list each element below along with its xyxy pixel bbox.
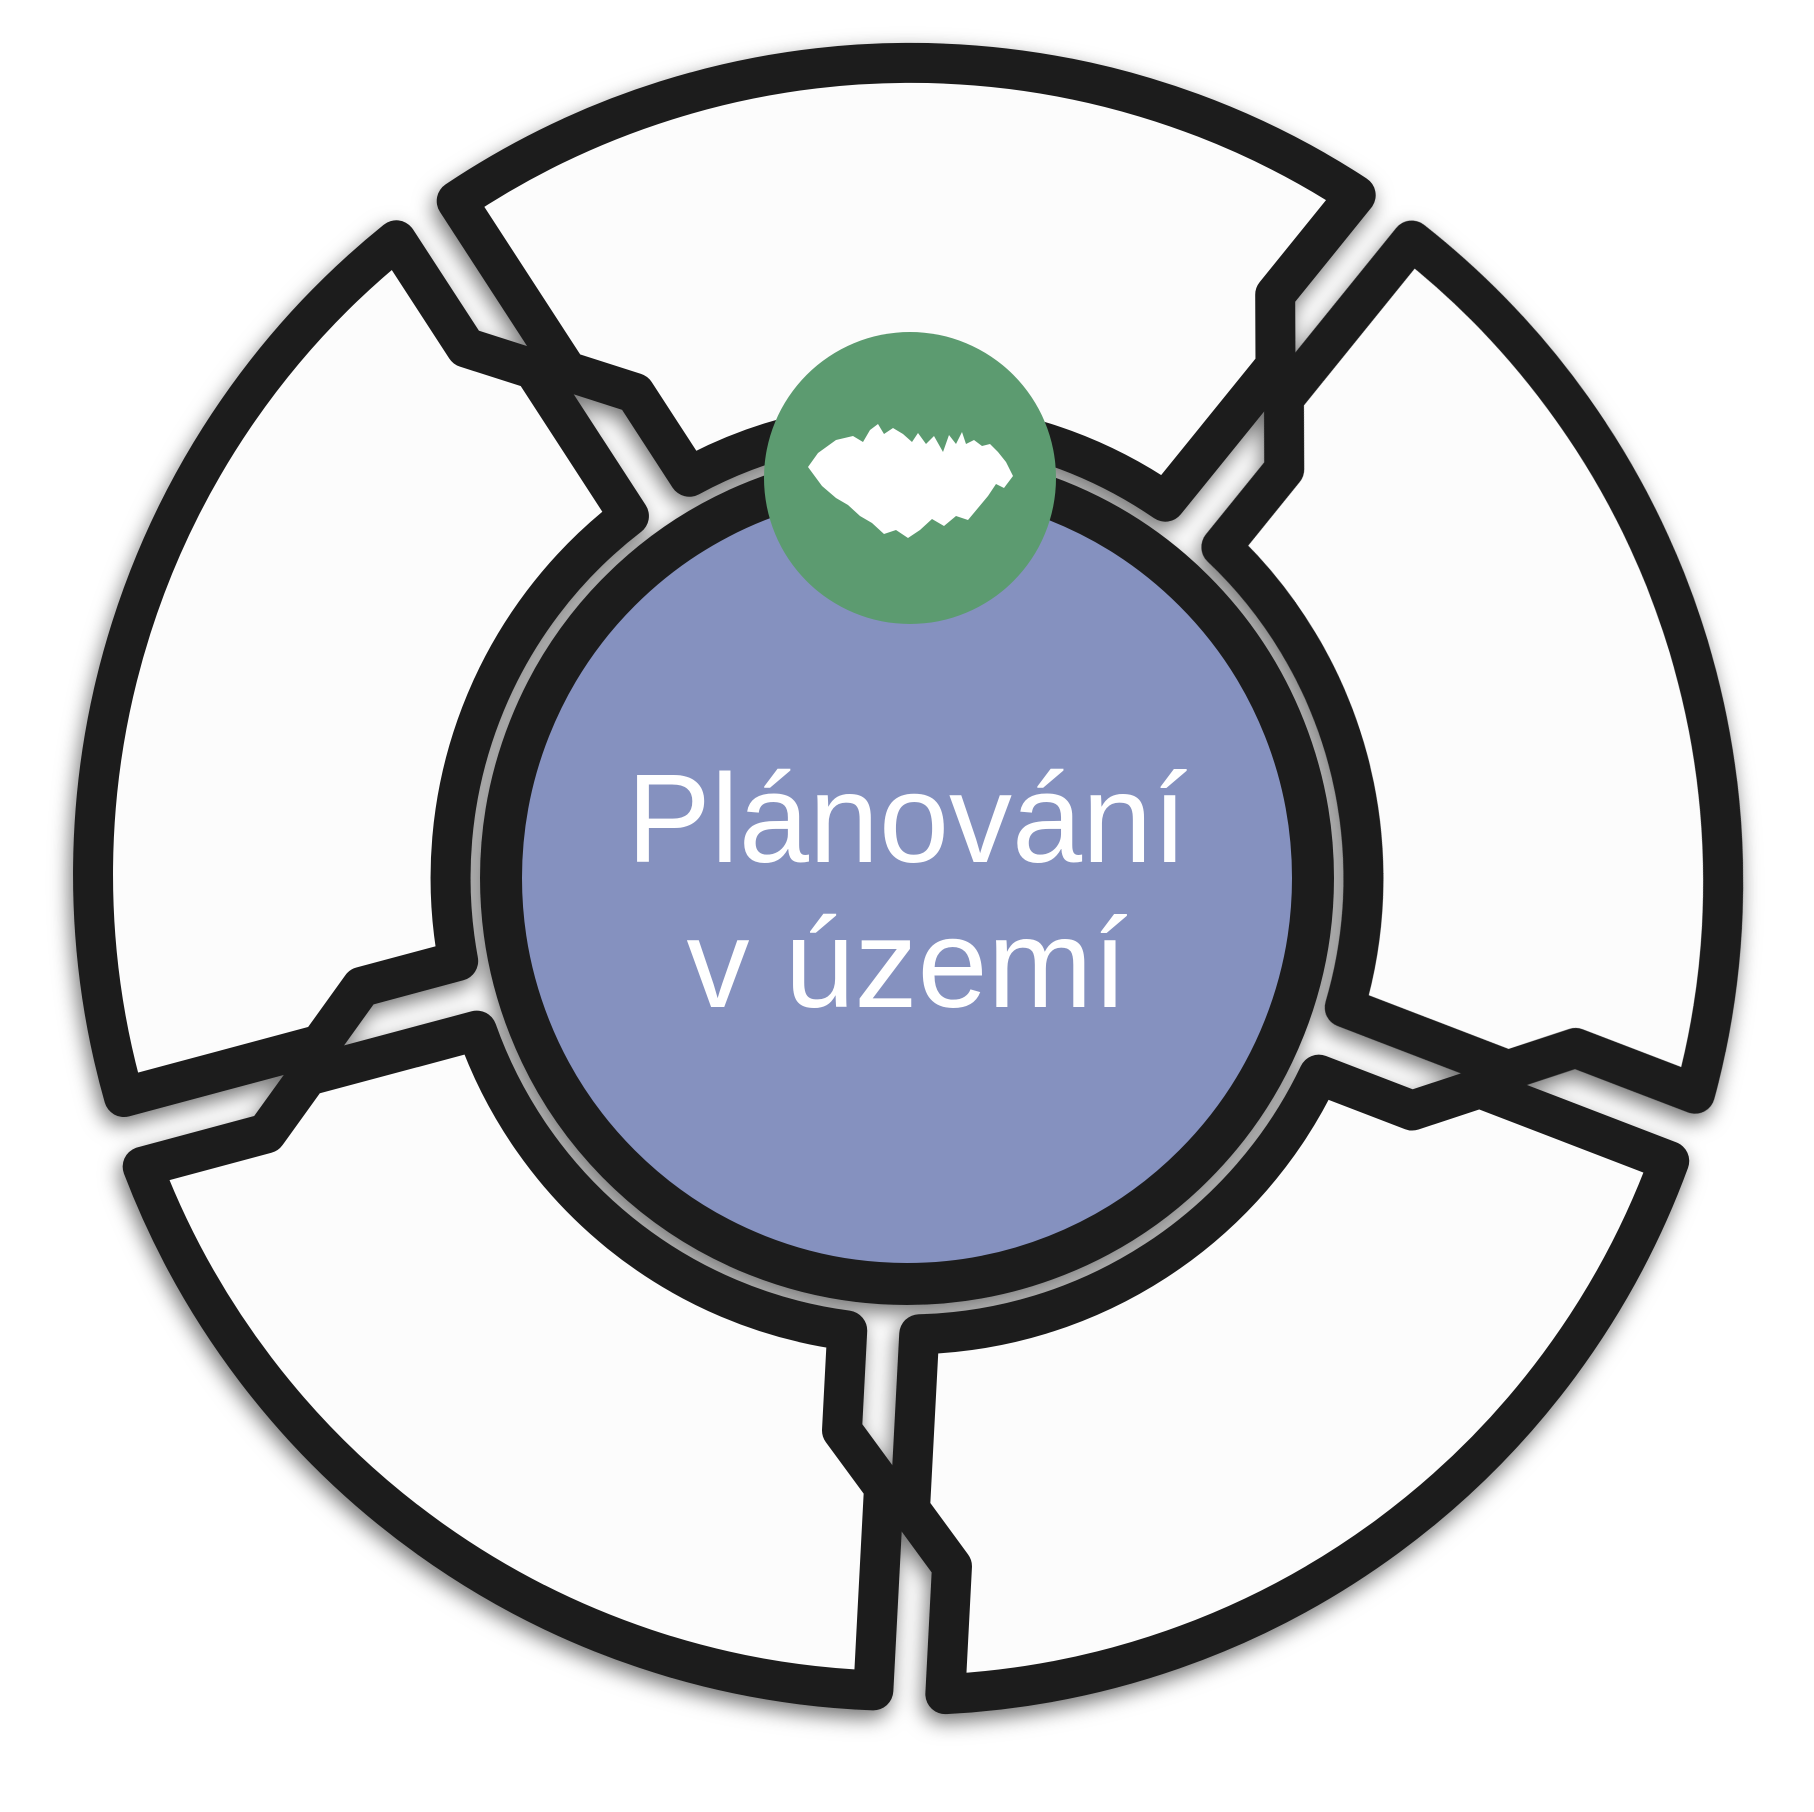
center-caption: Plánování v území — [627, 748, 1187, 1034]
center-caption-line2: v území — [686, 893, 1127, 1034]
center-caption-line1: Plánování — [627, 748, 1187, 889]
czech-republic-map-icon — [808, 424, 1013, 538]
country-badge — [764, 332, 1056, 624]
